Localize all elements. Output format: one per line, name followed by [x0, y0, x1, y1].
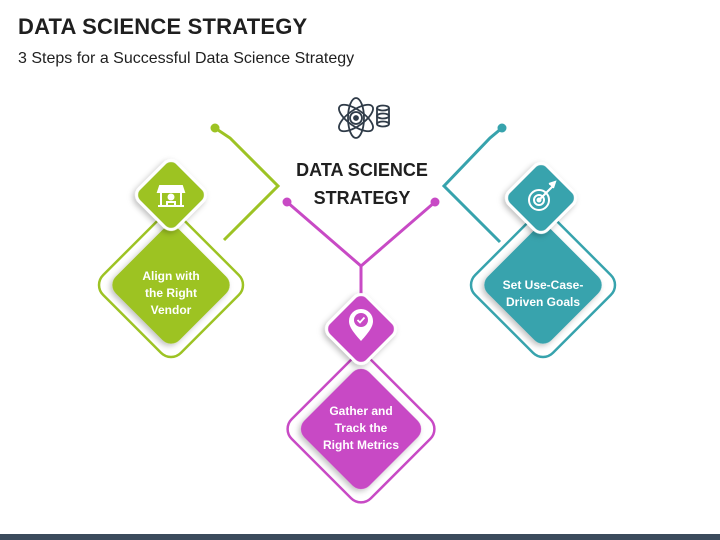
- connector-green: [210, 123, 281, 242]
- step-metrics-line2: Track the: [334, 421, 388, 435]
- location-check-icon: [349, 309, 373, 341]
- vendor-store-icon: [156, 185, 186, 207]
- center-title: DATA SCIENCE STRATEGY: [272, 156, 452, 212]
- page-subtitle: 3 Steps for a Successful Data Science St…: [18, 50, 355, 67]
- step-vendor-label: Align with the Right Vendor: [121, 268, 221, 319]
- center-title-line1: DATA SCIENCE: [296, 160, 428, 180]
- data-science-icon: [338, 97, 390, 139]
- step-vendor-line2: the Right: [145, 286, 197, 300]
- step-goals-line1: Set Use-Case-: [502, 278, 584, 292]
- step-metrics-line1: Gather and: [329, 404, 393, 418]
- step-goals: [469, 162, 617, 359]
- page-title: DATA SCIENCE STRATEGY: [18, 14, 308, 39]
- step-goals-line2: Driven Goals: [505, 295, 581, 309]
- step-vendor-line3: Vendor: [150, 303, 192, 317]
- footer-bar: [0, 534, 720, 540]
- step-vendor-line1: Align with: [142, 269, 200, 283]
- step-goals-label: Set Use-Case- Driven Goals: [488, 277, 598, 311]
- connector-teal: [441, 123, 507, 244]
- center-title-line2: STRATEGY: [313, 188, 411, 208]
- connector-magenta: [282, 197, 440, 300]
- step-vendor: [97, 159, 245, 359]
- step-metrics: [286, 293, 436, 504]
- target-arrow-icon: [528, 180, 557, 211]
- step-metrics-label: Gather and Track the Right Metrics: [306, 403, 416, 454]
- step-metrics-line3: Right Metrics: [322, 438, 399, 452]
